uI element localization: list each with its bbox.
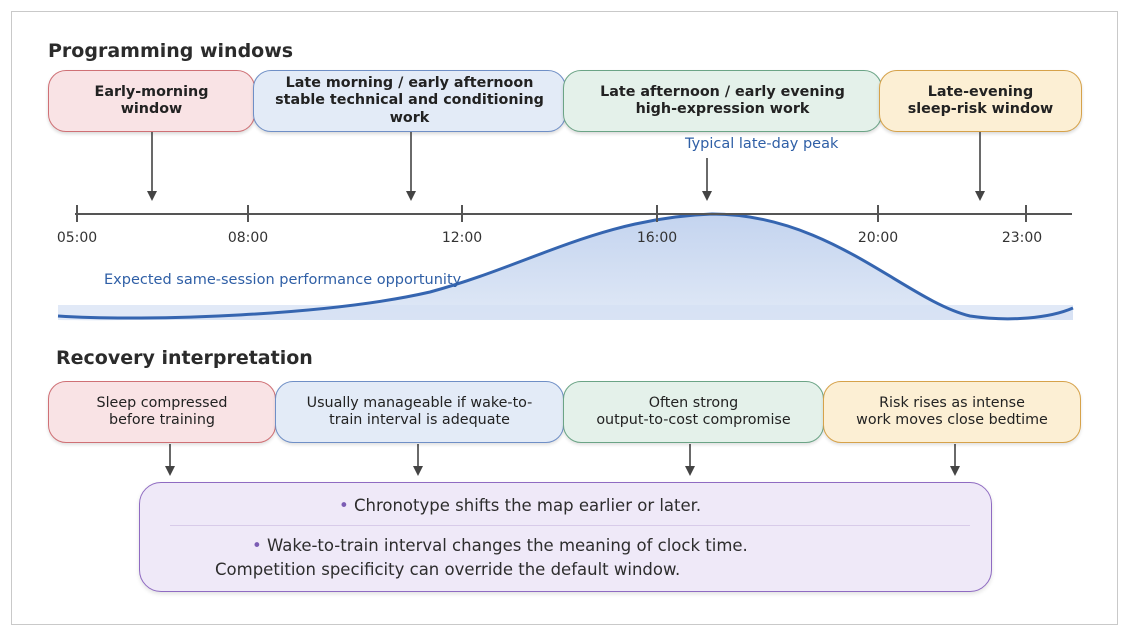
- tick-label-2000: 20:00: [857, 230, 899, 246]
- tick-label-0500: 05:00: [56, 230, 98, 246]
- programming-windows-heading: Programming windows: [48, 40, 294, 62]
- summary-line-3: Competition specificity can override the…: [215, 560, 681, 579]
- summary-line-2: Wake-to-train interval changes the meani…: [266, 536, 748, 555]
- recovery-box-often-strong: Often strong output-to-cost compromise: [563, 381, 824, 443]
- window-late-afternoon: Late afternoon / early evening high-expr…: [563, 70, 882, 132]
- peak-label: Typical late-day peak: [685, 136, 839, 152]
- summary-divider: [170, 525, 970, 526]
- recovery-box-risk-rises: Risk rises as intense work moves close b…: [823, 381, 1081, 443]
- tick-label-1200: 12:00: [441, 230, 483, 246]
- recovery-box-usually-manageable: Usually manageable if wake-to- train int…: [275, 381, 564, 443]
- summary-box: [139, 482, 992, 592]
- tick-label-2300: 23:00: [1001, 230, 1043, 246]
- summary-bullet-1: • Chronotype shifts the map earlier or l…: [339, 496, 701, 515]
- summary-bullet-2: • Wake-to-train interval changes the mea…: [252, 536, 748, 555]
- figure-frame: [11, 11, 1118, 625]
- performance-curve-line: [57, 212, 1074, 321]
- recovery-interpretation-heading: Recovery interpretation: [56, 347, 313, 369]
- curve-label: Expected same-session performance opport…: [104, 272, 462, 288]
- window-early-morning: Early-morning window: [48, 70, 255, 132]
- bullet-dot-icon: •: [252, 536, 262, 555]
- recovery-box-sleep-compressed: Sleep compressed before training: [48, 381, 276, 443]
- window-late-morning: Late morning / early afternoon stable te…: [253, 70, 566, 132]
- performance-curve-fill: [58, 214, 1073, 321]
- tick-label-1600: 16:00: [636, 230, 678, 246]
- bullet-dot-icon: •: [339, 496, 349, 515]
- window-late-evening: Late-evening sleep-risk window: [879, 70, 1082, 132]
- tick-label-0800: 08:00: [227, 230, 269, 246]
- summary-line-1: Chronotype shifts the map earlier or lat…: [353, 496, 702, 515]
